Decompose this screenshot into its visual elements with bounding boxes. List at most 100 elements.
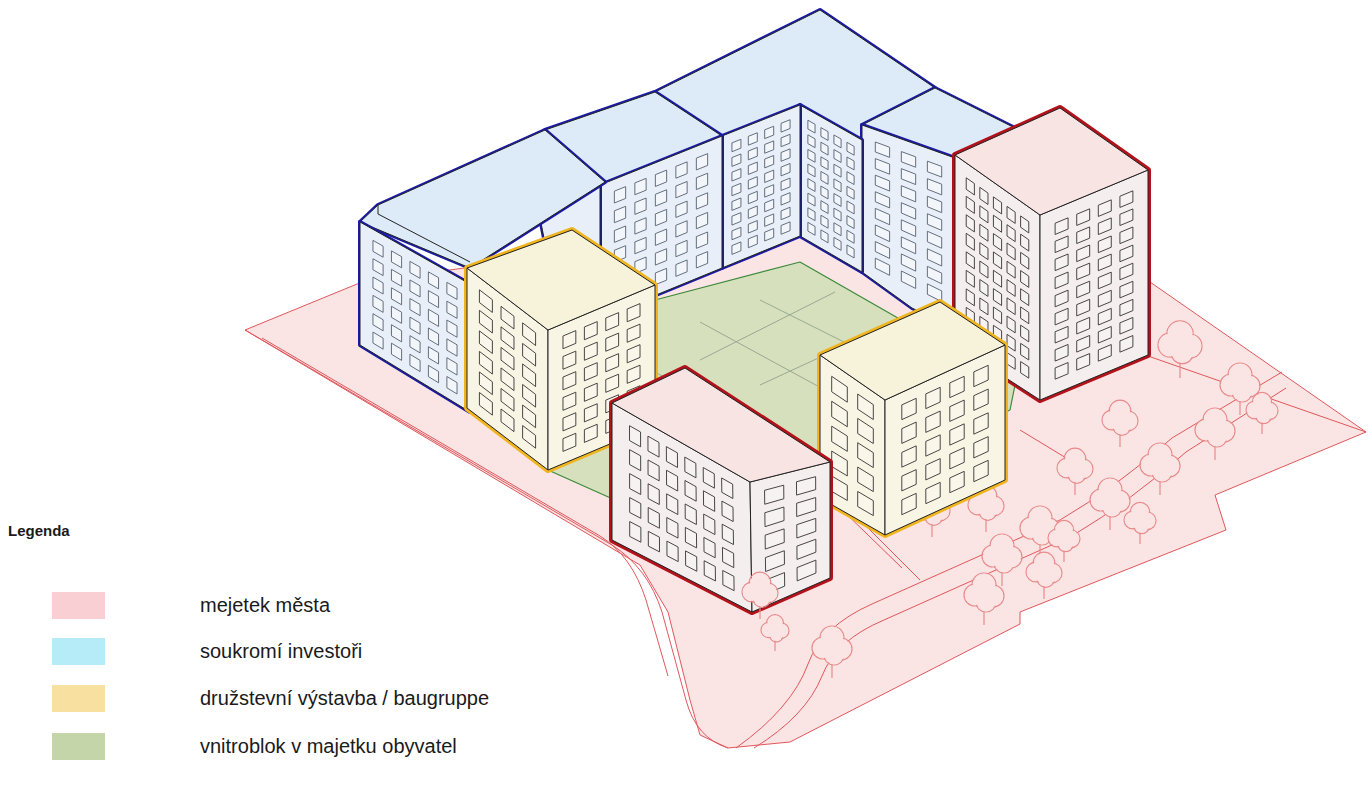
legend-text: soukromí investoři bbox=[200, 639, 362, 663]
window bbox=[808, 222, 815, 235]
window bbox=[847, 157, 854, 170]
window bbox=[974, 389, 988, 410]
legend-heading-text: Legenda bbox=[8, 522, 70, 539]
window bbox=[410, 261, 420, 278]
window bbox=[1120, 263, 1133, 280]
window bbox=[704, 537, 715, 557]
window bbox=[676, 221, 687, 237]
window bbox=[676, 260, 687, 276]
window bbox=[1055, 344, 1068, 361]
window bbox=[479, 310, 492, 333]
window bbox=[927, 179, 941, 195]
window bbox=[1021, 325, 1029, 342]
window bbox=[501, 347, 514, 370]
window bbox=[765, 529, 784, 549]
window bbox=[1007, 206, 1015, 223]
window bbox=[1077, 299, 1090, 316]
window bbox=[1021, 289, 1029, 306]
window bbox=[428, 309, 438, 326]
window bbox=[1055, 290, 1068, 307]
window bbox=[797, 560, 816, 581]
tree-crown-fill bbox=[1149, 444, 1171, 466]
window bbox=[875, 258, 889, 275]
window bbox=[686, 551, 697, 571]
window bbox=[748, 177, 757, 189]
window bbox=[927, 214, 941, 231]
window bbox=[808, 164, 815, 177]
window bbox=[1007, 298, 1015, 315]
window bbox=[479, 290, 492, 313]
window bbox=[410, 336, 420, 353]
window bbox=[563, 351, 576, 369]
window bbox=[858, 491, 874, 515]
window bbox=[676, 162, 687, 178]
window bbox=[821, 128, 828, 141]
window bbox=[1077, 227, 1090, 244]
window bbox=[630, 498, 641, 519]
window bbox=[950, 400, 964, 421]
window bbox=[501, 368, 514, 391]
window bbox=[832, 376, 848, 402]
window bbox=[993, 252, 1001, 269]
window bbox=[666, 470, 677, 491]
window bbox=[765, 141, 774, 153]
window bbox=[950, 471, 964, 492]
window bbox=[732, 198, 741, 210]
window bbox=[676, 201, 687, 217]
window bbox=[748, 191, 757, 203]
window bbox=[781, 149, 790, 161]
window bbox=[447, 377, 457, 394]
legend-swatch bbox=[52, 638, 105, 665]
plot-line bbox=[1020, 430, 1086, 470]
window bbox=[703, 468, 714, 489]
window bbox=[479, 331, 492, 354]
window bbox=[1077, 317, 1090, 334]
window bbox=[926, 482, 940, 503]
window bbox=[966, 178, 974, 195]
tree-crown-fill bbox=[977, 593, 995, 611]
window bbox=[703, 491, 714, 512]
window bbox=[834, 164, 841, 177]
tree-crown-fill bbox=[1229, 364, 1251, 386]
window bbox=[1007, 316, 1015, 333]
window bbox=[765, 155, 774, 167]
window bbox=[501, 388, 514, 411]
window bbox=[1007, 334, 1015, 351]
window bbox=[1077, 335, 1090, 352]
window bbox=[428, 365, 438, 382]
window bbox=[391, 269, 401, 286]
window bbox=[1007, 353, 1015, 370]
window bbox=[428, 272, 438, 289]
window bbox=[1120, 281, 1133, 298]
window bbox=[704, 514, 715, 534]
window bbox=[584, 383, 597, 401]
window bbox=[847, 245, 854, 258]
window bbox=[1055, 363, 1068, 380]
legend-text: mejetek města bbox=[200, 593, 330, 617]
window bbox=[501, 327, 514, 350]
window bbox=[832, 401, 848, 427]
window bbox=[1077, 354, 1090, 371]
window bbox=[1120, 299, 1133, 316]
window bbox=[927, 284, 941, 302]
window bbox=[1007, 243, 1015, 260]
window bbox=[875, 159, 889, 175]
facade bbox=[750, 462, 830, 612]
window bbox=[1021, 343, 1029, 360]
window bbox=[902, 422, 916, 443]
roof bbox=[955, 108, 1148, 215]
tree-crown-fill bbox=[770, 629, 782, 641]
window bbox=[648, 531, 659, 552]
window bbox=[373, 259, 383, 276]
window bbox=[781, 178, 790, 190]
tree-crown-fill bbox=[750, 573, 770, 593]
tree-crown-fill bbox=[973, 574, 995, 596]
window bbox=[722, 547, 733, 567]
window bbox=[875, 192, 889, 208]
legend-text: družstevní výstavba / baugruppe bbox=[200, 686, 489, 710]
window bbox=[950, 448, 964, 469]
window bbox=[428, 347, 438, 364]
tree-crown-fill bbox=[825, 646, 843, 664]
